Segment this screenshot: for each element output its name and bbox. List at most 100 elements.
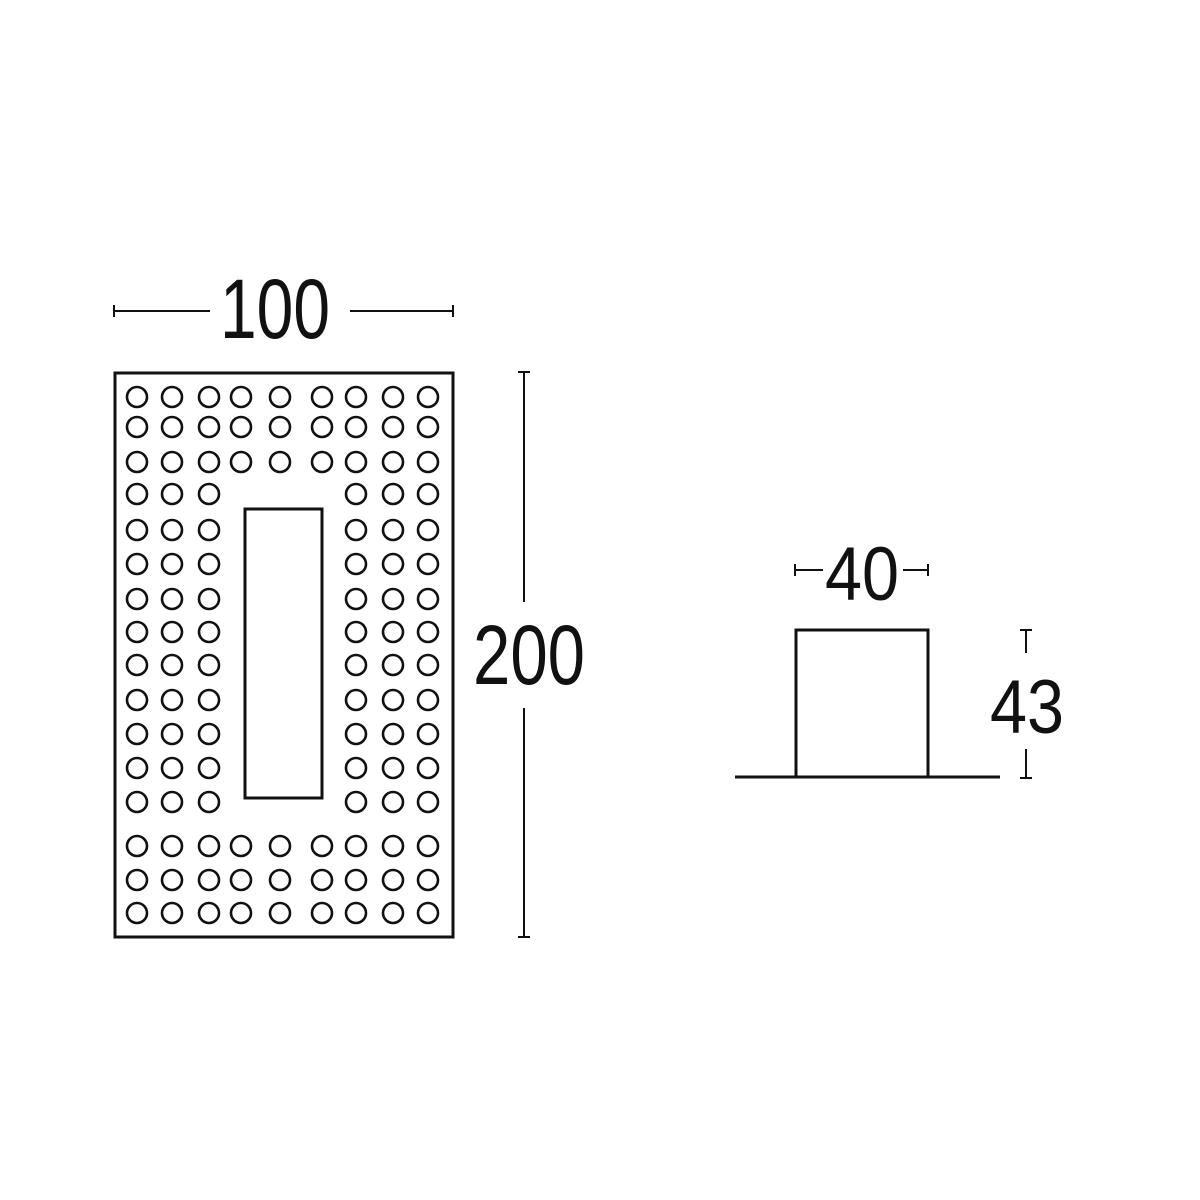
mounting-hole [416, 552, 440, 576]
mounting-hole [197, 450, 221, 474]
mounting-hole [160, 385, 184, 409]
width-label: 100 [220, 262, 330, 356]
mounting-hole [416, 620, 440, 644]
mounting-hole [381, 450, 405, 474]
mounting-hole [310, 415, 334, 439]
mounting-hole [416, 756, 440, 780]
mounting-hole [160, 552, 184, 576]
mounting-hole [344, 385, 368, 409]
mounting-hole [416, 722, 440, 746]
mounting-hole [416, 834, 440, 858]
mounting-hole [268, 450, 292, 474]
mounting-hole [197, 482, 221, 506]
mounting-hole [197, 688, 221, 712]
height-dimension-43 [1020, 629, 1032, 779]
height-label: 200 [473, 608, 585, 702]
mounting-hole [416, 450, 440, 474]
mounting-hole [229, 385, 253, 409]
height-dimension-200 [518, 371, 530, 938]
inner-slot [243, 507, 324, 800]
mounting-hole [381, 385, 405, 409]
mounting-hole [125, 415, 149, 439]
mounting-hole [416, 868, 440, 892]
mounting-hole [381, 587, 405, 611]
mounting-hole [197, 868, 221, 892]
mounting-hole [125, 722, 149, 746]
mounting-hole [268, 834, 292, 858]
mounting-hole [125, 482, 149, 506]
side-body [794, 628, 930, 779]
mounting-hole [197, 552, 221, 576]
mounting-hole [416, 415, 440, 439]
mounting-hole [310, 868, 334, 892]
mounting-hole [344, 518, 368, 542]
mounting-hole [381, 620, 405, 644]
mounting-hole [160, 722, 184, 746]
mounting-hole [125, 790, 149, 814]
mounting-hole [344, 482, 368, 506]
mounting-hole [310, 450, 334, 474]
mounting-hole [125, 552, 149, 576]
mounting-hole [344, 901, 368, 925]
side-height-label: 43 [990, 665, 1064, 750]
mounting-hole [160, 756, 184, 780]
mounting-hole [229, 834, 253, 858]
mounting-hole [381, 790, 405, 814]
mounting-hole [160, 620, 184, 644]
mounting-hole [310, 901, 334, 925]
mounting-hole [160, 901, 184, 925]
mounting-hole [229, 868, 253, 892]
mounting-hole [197, 415, 221, 439]
mounting-hole [344, 834, 368, 858]
mounting-hole [381, 518, 405, 542]
mounting-hole [197, 901, 221, 925]
mounting-hole [344, 653, 368, 677]
mounting-hole [381, 552, 405, 576]
mounting-hole [160, 688, 184, 712]
mounting-hole [197, 790, 221, 814]
mounting-hole [344, 868, 368, 892]
mounting-hole [416, 688, 440, 712]
side-width-label: 40 [825, 532, 899, 617]
mounting-hole [310, 834, 334, 858]
mounting-hole [125, 756, 149, 780]
mounting-hole [160, 518, 184, 542]
mounting-hole [229, 901, 253, 925]
mounting-hole [381, 415, 405, 439]
mounting-hole [268, 415, 292, 439]
mounting-hole [125, 518, 149, 542]
mounting-hole [381, 688, 405, 712]
mounting-hole [381, 722, 405, 746]
mounting-hole [160, 415, 184, 439]
mounting-hole [310, 385, 334, 409]
mounting-hole [344, 587, 368, 611]
mounting-hole [416, 482, 440, 506]
mounting-hole [197, 620, 221, 644]
mounting-hole [197, 587, 221, 611]
mounting-hole [197, 722, 221, 746]
mounting-hole [344, 552, 368, 576]
mounting-hole [197, 834, 221, 858]
mounting-hole [160, 834, 184, 858]
mounting-hole [125, 653, 149, 677]
mounting-hole [160, 653, 184, 677]
mounting-hole [125, 901, 149, 925]
mounting-hole [197, 653, 221, 677]
mounting-hole [381, 653, 405, 677]
width-dimension-40 [794, 564, 929, 576]
mounting-hole [125, 385, 149, 409]
mounting-hole [381, 868, 405, 892]
mounting-hole [197, 756, 221, 780]
mounting-hole [344, 620, 368, 644]
mounting-hole [344, 688, 368, 712]
side-view: 40 43 [735, 532, 1064, 779]
mounting-hole [416, 587, 440, 611]
mounting-hole [344, 756, 368, 780]
mounting-hole [381, 834, 405, 858]
mounting-hole [344, 790, 368, 814]
mounting-hole [229, 450, 253, 474]
mounting-hole [268, 901, 292, 925]
hole-pattern [125, 385, 440, 925]
mounting-hole [160, 482, 184, 506]
